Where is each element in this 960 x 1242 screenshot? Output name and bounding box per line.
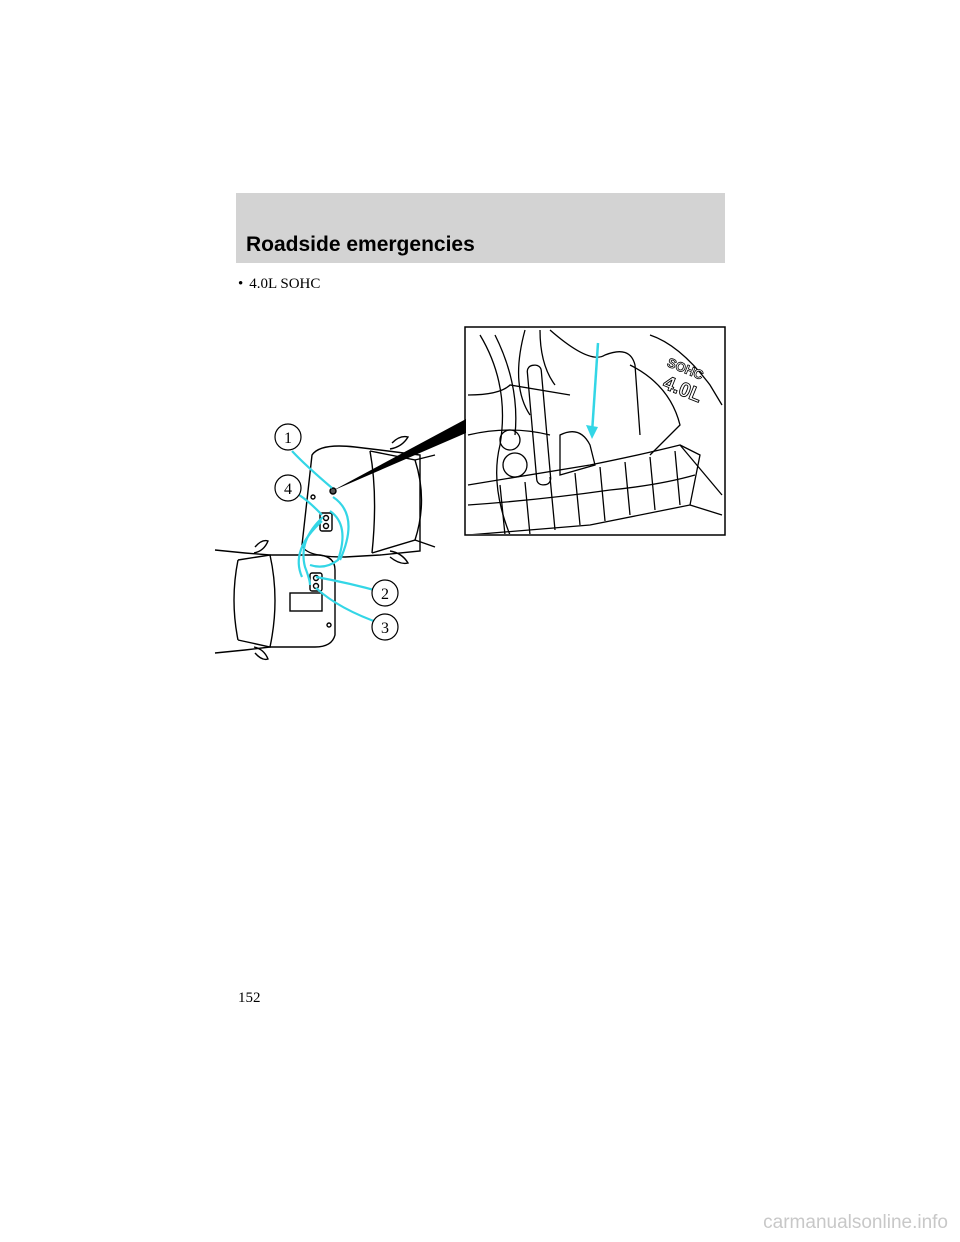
disabled-vehicle — [214, 539, 336, 661]
callout-3: 3 — [371, 613, 399, 641]
section-header: Roadside emergencies — [236, 193, 725, 263]
callout-2-label: 2 — [381, 586, 389, 603]
detail-pointer — [332, 419, 466, 491]
page-number: 152 — [238, 990, 261, 1006]
jumper-cables — [291, 450, 386, 627]
ground-point-arrow — [590, 342, 600, 434]
engine-detail-inset: SOHC 4.0L — [464, 326, 726, 536]
ground-point-marker — [329, 487, 337, 495]
callout-4-label: 4 — [284, 481, 292, 498]
watermark: carmanualsonline.info — [763, 1212, 948, 1233]
callout-3-label: 3 — [381, 620, 389, 637]
callout-1: 1 — [274, 423, 302, 451]
bullet-item: • 4.0L SOHC — [238, 276, 320, 293]
callout-1-label: 1 — [284, 430, 292, 447]
assisting-vehicle — [301, 435, 436, 565]
callout-2: 2 — [371, 579, 399, 607]
jump-start-diagram: SOHC 4.0L — [214, 326, 726, 661]
callout-4: 4 — [274, 474, 302, 502]
bullet-marker: • — [238, 276, 244, 292]
engine-label: 4.0L SOHC — [249, 276, 321, 292]
section-title: Roadside emergencies — [246, 233, 475, 256]
